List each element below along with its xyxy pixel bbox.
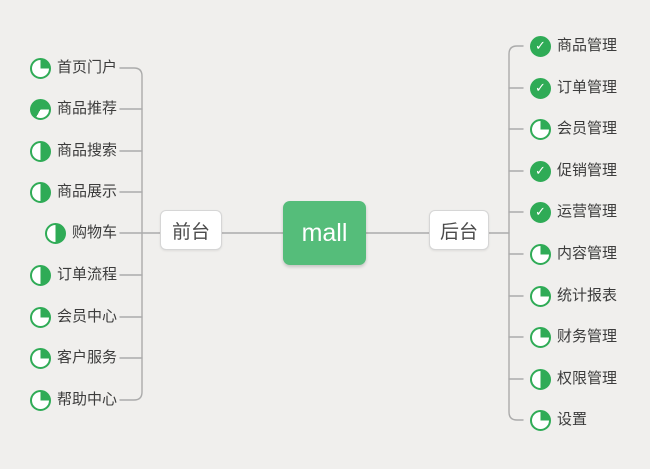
right-topic-1[interactable]: 商品管理 [530,34,617,58]
left-topic-3[interactable]: 商品搜索 [29,139,117,163]
right-topic-4[interactable]: 促销管理 [530,159,617,183]
progress-25-icon [530,285,551,307]
topic-label: 财务管理 [557,328,618,345]
progress-25-icon [29,57,51,79]
topic-label: 商品推荐 [56,100,117,117]
left-topic-9[interactable]: 帮助中心 [29,388,117,412]
topic-label: 购物车 [71,224,117,241]
topic-label: 客户服务 [56,349,117,366]
right-topic-8[interactable]: 财务管理 [530,325,617,349]
progress-50-icon [530,368,551,390]
right-topic-5[interactable]: 运营管理 [530,200,617,224]
right-topic-10[interactable]: 设置 [530,408,587,432]
progress-25-icon [29,306,51,328]
right-topic-6[interactable]: 内容管理 [530,242,617,266]
root-topic-label: mall [301,218,348,247]
topic-label: 订单管理 [557,79,618,96]
right-topic-7[interactable]: 统计报表 [530,284,617,308]
progress-25-icon [530,326,551,348]
progress-25-icon [29,347,51,369]
progress-50-icon [44,222,66,244]
progress-25-icon [530,409,551,431]
topic-label: 订单流程 [56,266,117,283]
left-topic-1[interactable]: 首页门户 [29,56,117,80]
topic-label: 商品搜索 [56,142,117,159]
topic-label: 促销管理 [557,162,618,179]
left-topic-6[interactable]: 订单流程 [29,263,117,287]
progress-50-icon [29,264,51,286]
topic-label: 设置 [557,411,588,428]
progress-50-icon [29,140,51,162]
progress-25-icon [29,389,51,411]
topic-label: 内容管理 [557,245,618,262]
topic-label: 会员中心 [56,308,117,325]
progress-50-icon [29,181,51,203]
left-topic-8[interactable]: 客户服务 [29,346,117,370]
topic-label: 帮助中心 [56,391,117,408]
progress-70-icon [29,98,51,120]
branch-node-backend[interactable]: 后台 [429,210,489,250]
topic-label: 权限管理 [557,370,618,387]
left-topic-5[interactable]: 购物车 [44,221,117,245]
topic-label: 会员管理 [557,120,618,137]
check-circle-icon [530,160,551,182]
topic-label: 首页门户 [56,59,117,76]
topic-label: 统计报表 [557,287,618,304]
right-topic-3[interactable]: 会员管理 [530,117,617,141]
left-topic-4[interactable]: 商品展示 [29,180,117,204]
progress-25-icon [530,243,551,265]
check-circle-icon [530,201,551,223]
topic-label: 商品展示 [56,183,117,200]
topic-label: 运营管理 [557,203,618,220]
right-topic-9[interactable]: 权限管理 [530,367,617,391]
left-topic-2[interactable]: 商品推荐 [29,97,117,121]
progress-25-icon [530,118,551,140]
right-topic-2[interactable]: 订单管理 [530,76,617,100]
branch-node-frontend[interactable]: 前台 [160,210,222,250]
branch-node-label: 后台 [439,221,478,243]
left-topic-7[interactable]: 会员中心 [29,305,117,329]
check-circle-icon [530,35,551,57]
check-circle-icon [530,77,551,99]
branch-node-label: 前台 [171,221,210,243]
topic-label: 商品管理 [557,37,618,54]
root-topic-mall[interactable]: mall [283,201,366,265]
